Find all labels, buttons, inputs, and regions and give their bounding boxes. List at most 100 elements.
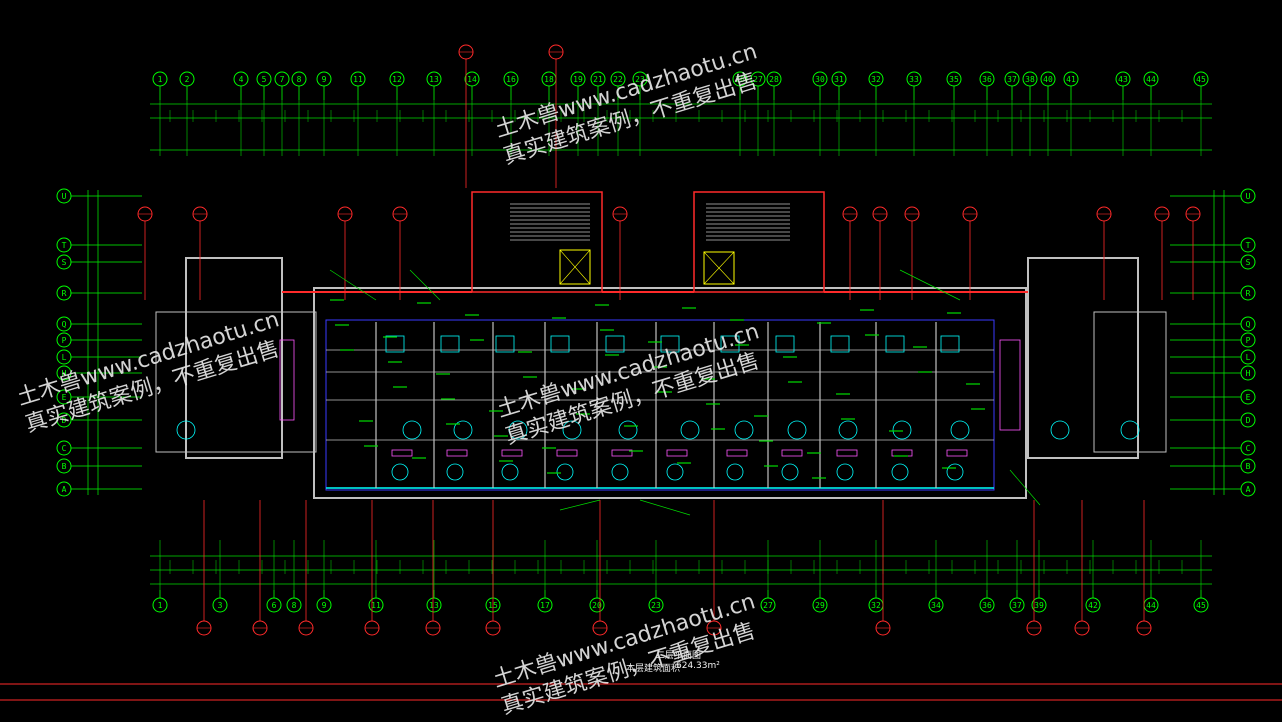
- axis-label: 22: [613, 75, 623, 84]
- bathroom-fixture: [550, 335, 570, 353]
- fixture-circle: [892, 420, 912, 440]
- axis-label: 38: [1025, 75, 1035, 84]
- axis-bubble: [610, 71, 626, 87]
- wing-wall-east: [1027, 257, 1139, 459]
- axis-bubble: [212, 597, 228, 613]
- axis-label: 34: [931, 601, 941, 610]
- axis-label: Q: [62, 320, 67, 329]
- fixture-circle: [891, 463, 909, 481]
- axis-bubble: [766, 71, 782, 87]
- axis-label: 37: [1012, 601, 1022, 610]
- axis-bubble: [350, 71, 366, 87]
- axis-label: 18: [544, 75, 554, 84]
- axis-bubble: [946, 71, 962, 87]
- axis-label: 39: [1034, 601, 1044, 610]
- wing-wall-west: [185, 257, 283, 459]
- axis-bubble: [1009, 597, 1025, 613]
- fixture-circle: [787, 420, 807, 440]
- window-symbol: [556, 449, 578, 457]
- fixture-circle: [453, 420, 473, 440]
- axis-label: 32: [871, 601, 881, 610]
- axis-label: H: [1246, 369, 1251, 378]
- axis-label: T: [1246, 241, 1251, 250]
- axis-label: E: [62, 393, 67, 402]
- axis-label: C: [62, 444, 67, 453]
- axis-label: B: [1246, 462, 1251, 471]
- axis-label: 9: [322, 75, 327, 84]
- fixture-circle: [734, 420, 754, 440]
- axis-bubble: [179, 71, 195, 87]
- axis-label: 36: [982, 75, 992, 84]
- axis-bubble: [464, 71, 480, 87]
- axis-label: 13: [429, 601, 439, 610]
- fixture-circle: [726, 463, 744, 481]
- axis-label: 27: [753, 75, 763, 84]
- axis-bubble: [590, 71, 606, 87]
- fixture-circle: [176, 420, 196, 440]
- bathroom-fixture: [660, 335, 680, 353]
- axis-label: 33: [909, 75, 919, 84]
- window-symbol: [446, 449, 468, 457]
- axis-label: 35: [949, 75, 959, 84]
- axis-bubble: [868, 71, 884, 87]
- annotation-leader: [899, 269, 961, 301]
- bathroom-fixture: [940, 335, 960, 353]
- fixture-circle: [946, 463, 964, 481]
- bathroom-fixture: [720, 335, 740, 353]
- axis-label: 45: [1196, 75, 1206, 84]
- axis-bubble: [368, 597, 384, 613]
- axis-bubble: [1004, 71, 1020, 87]
- axis-bubble: [316, 71, 332, 87]
- stair-core-east: [693, 191, 825, 293]
- axis-bubble: [1193, 597, 1209, 613]
- axis-label: B: [62, 462, 67, 471]
- axis-bubble: [152, 71, 168, 87]
- area-label: 本层建筑面积: [626, 664, 681, 674]
- axis-bubble: [812, 597, 828, 613]
- axis-label: 6: [272, 601, 277, 610]
- axis-label: 7: [280, 75, 285, 84]
- axis-label: 19: [573, 75, 583, 84]
- floor-plan-title: 二层平面图: [656, 651, 702, 661]
- fixture-circle: [556, 463, 574, 481]
- unit-outline: [325, 319, 995, 491]
- axis-label: 37: [1007, 75, 1017, 84]
- axis-bubble: [812, 71, 828, 87]
- axis-bubble: [928, 597, 944, 613]
- annotation-leader: [409, 269, 441, 301]
- window-symbol: [781, 449, 803, 457]
- duct-shaft: [999, 339, 1021, 431]
- fixture-circle: [1120, 420, 1140, 440]
- window-symbol: [391, 449, 413, 457]
- axis-bubble: [1115, 71, 1131, 87]
- axis-label: Q: [1246, 320, 1251, 329]
- axis-bubble: [426, 597, 442, 613]
- window-symbol: [891, 449, 913, 457]
- area-value: 624.33m²: [676, 661, 720, 671]
- annotation-leader: [329, 269, 377, 301]
- axis-label: 14: [467, 75, 477, 84]
- fixture-circle: [836, 463, 854, 481]
- axis-bubble: [233, 71, 249, 87]
- axis-bubble: [389, 71, 405, 87]
- fixture-circle: [781, 463, 799, 481]
- bathroom-fixture: [605, 335, 625, 353]
- axis-label: 3: [218, 601, 223, 610]
- axis-label: H: [62, 369, 67, 378]
- axis-label: 1: [158, 75, 163, 84]
- axis-label: S: [62, 258, 67, 267]
- annotation-leader: [559, 499, 601, 511]
- axis-bubble: [537, 597, 553, 613]
- bathroom-fixture: [440, 335, 460, 353]
- axis-label: 45: [1196, 601, 1206, 610]
- fixture-circle: [950, 420, 970, 440]
- axis-bubble: [291, 71, 307, 87]
- axis-label: 27: [763, 601, 773, 610]
- axis-bubble: [152, 597, 168, 613]
- axis-label: C: [1246, 444, 1251, 453]
- axis-label: 44: [1146, 601, 1156, 610]
- axis-bubble: [979, 71, 995, 87]
- axis-label: 23: [635, 75, 645, 84]
